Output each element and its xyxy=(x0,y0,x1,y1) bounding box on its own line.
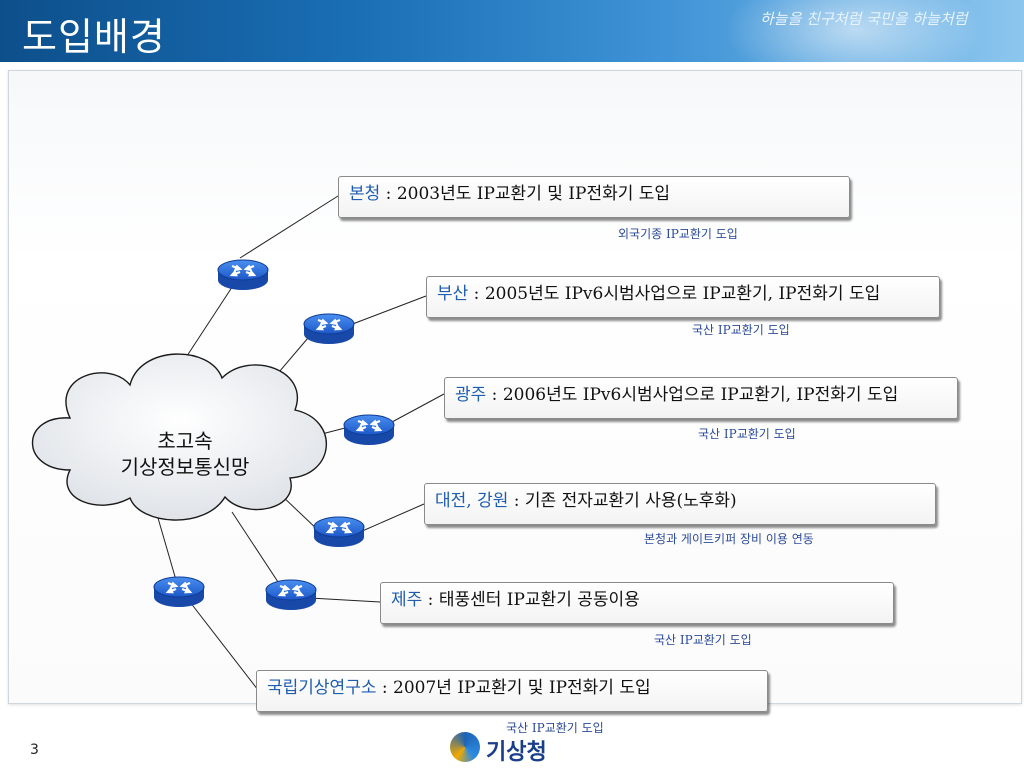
branch-note: 국산 IP교환기 도입 xyxy=(654,633,752,647)
page-number: 3 xyxy=(30,742,39,758)
branch-note: 국산 IP교환기 도입 xyxy=(506,721,604,735)
branch-note: 외국기종 IP교환기 도입 xyxy=(618,227,738,241)
branch-box-hq: 본청 : 2003년도 IP교환기 및 IP전화기 도입 xyxy=(338,176,850,218)
branch-text: : 2006년도 IPv6시범사업으로 IP교환기, IP전화기 도입 xyxy=(486,385,899,405)
header-banner: 도입배경 하늘을 친구처럼 국민을 하늘처럼 xyxy=(0,0,1024,62)
router-icon xyxy=(302,312,356,346)
branch-note: 국산 IP교환기 도입 xyxy=(698,427,796,441)
branch-box-daejeon: 대전, 강원 : 기존 전자교환기 사용(노후화) xyxy=(424,483,936,525)
branch-box-jeju: 제주 : 태풍센터 IP교환기 공동이용 xyxy=(380,582,894,624)
branch-box-nimr: 국립기상연구소 : 2007년 IP교환기 및 IP전화기 도입 xyxy=(256,670,768,712)
branch-region: 제주 xyxy=(391,590,423,610)
branch-region: 부산 xyxy=(437,284,469,304)
branch-text: : 2007년 IP교환기 및 IP전화기 도입 xyxy=(376,678,651,698)
branch-region: 국립기상연구소 xyxy=(267,678,377,698)
branch-text: : 2005년도 IPv6시범사업으로 IP교환기, IP전화기 도입 xyxy=(468,284,881,304)
branch-region: 대전, 강원 xyxy=(435,491,509,511)
router-icon xyxy=(264,578,318,612)
router-icon xyxy=(152,575,206,609)
router-icon xyxy=(216,258,270,292)
branch-note: 본청과 게이트키퍼 장비 이용 연동 xyxy=(644,532,814,546)
branch-text: : 2003년도 IP교환기 및 IP전화기 도입 xyxy=(380,184,671,204)
cloud-line2: 기상정보통신망 xyxy=(120,455,250,479)
page-title: 도입배경 xyxy=(22,15,166,59)
branch-note: 국산 IP교환기 도입 xyxy=(692,323,790,337)
kma-logo-text: 기상청 xyxy=(486,740,547,765)
kma-logo-icon xyxy=(450,732,480,762)
branch-box-busan: 부산 : 2005년도 IPv6시범사업으로 IP교환기, IP전화기 도입 xyxy=(426,276,940,318)
branch-region: 광주 xyxy=(455,385,487,405)
kma-logo: 기상청 xyxy=(450,730,570,765)
connector-lines xyxy=(157,195,445,691)
router-icon xyxy=(342,413,396,447)
network-cloud-label: 초고속 기상정보통신망 xyxy=(70,428,300,480)
cloud-line1: 초고속 xyxy=(157,429,213,453)
branch-region: 본청 xyxy=(349,184,381,204)
network-cloud xyxy=(32,353,328,521)
router-icon xyxy=(312,515,366,549)
branch-text: : 태풍센터 IP교환기 공동이용 xyxy=(422,590,640,610)
branch-box-gwangju: 광주 : 2006년도 IPv6시범사업으로 IP교환기, IP전화기 도입 xyxy=(444,377,958,419)
slogan: 하늘을 친구처럼 국민을 하늘처럼 xyxy=(760,10,968,28)
header-glow xyxy=(724,0,984,62)
branch-text: : 기존 전자교환기 사용(노후화) xyxy=(508,491,737,511)
